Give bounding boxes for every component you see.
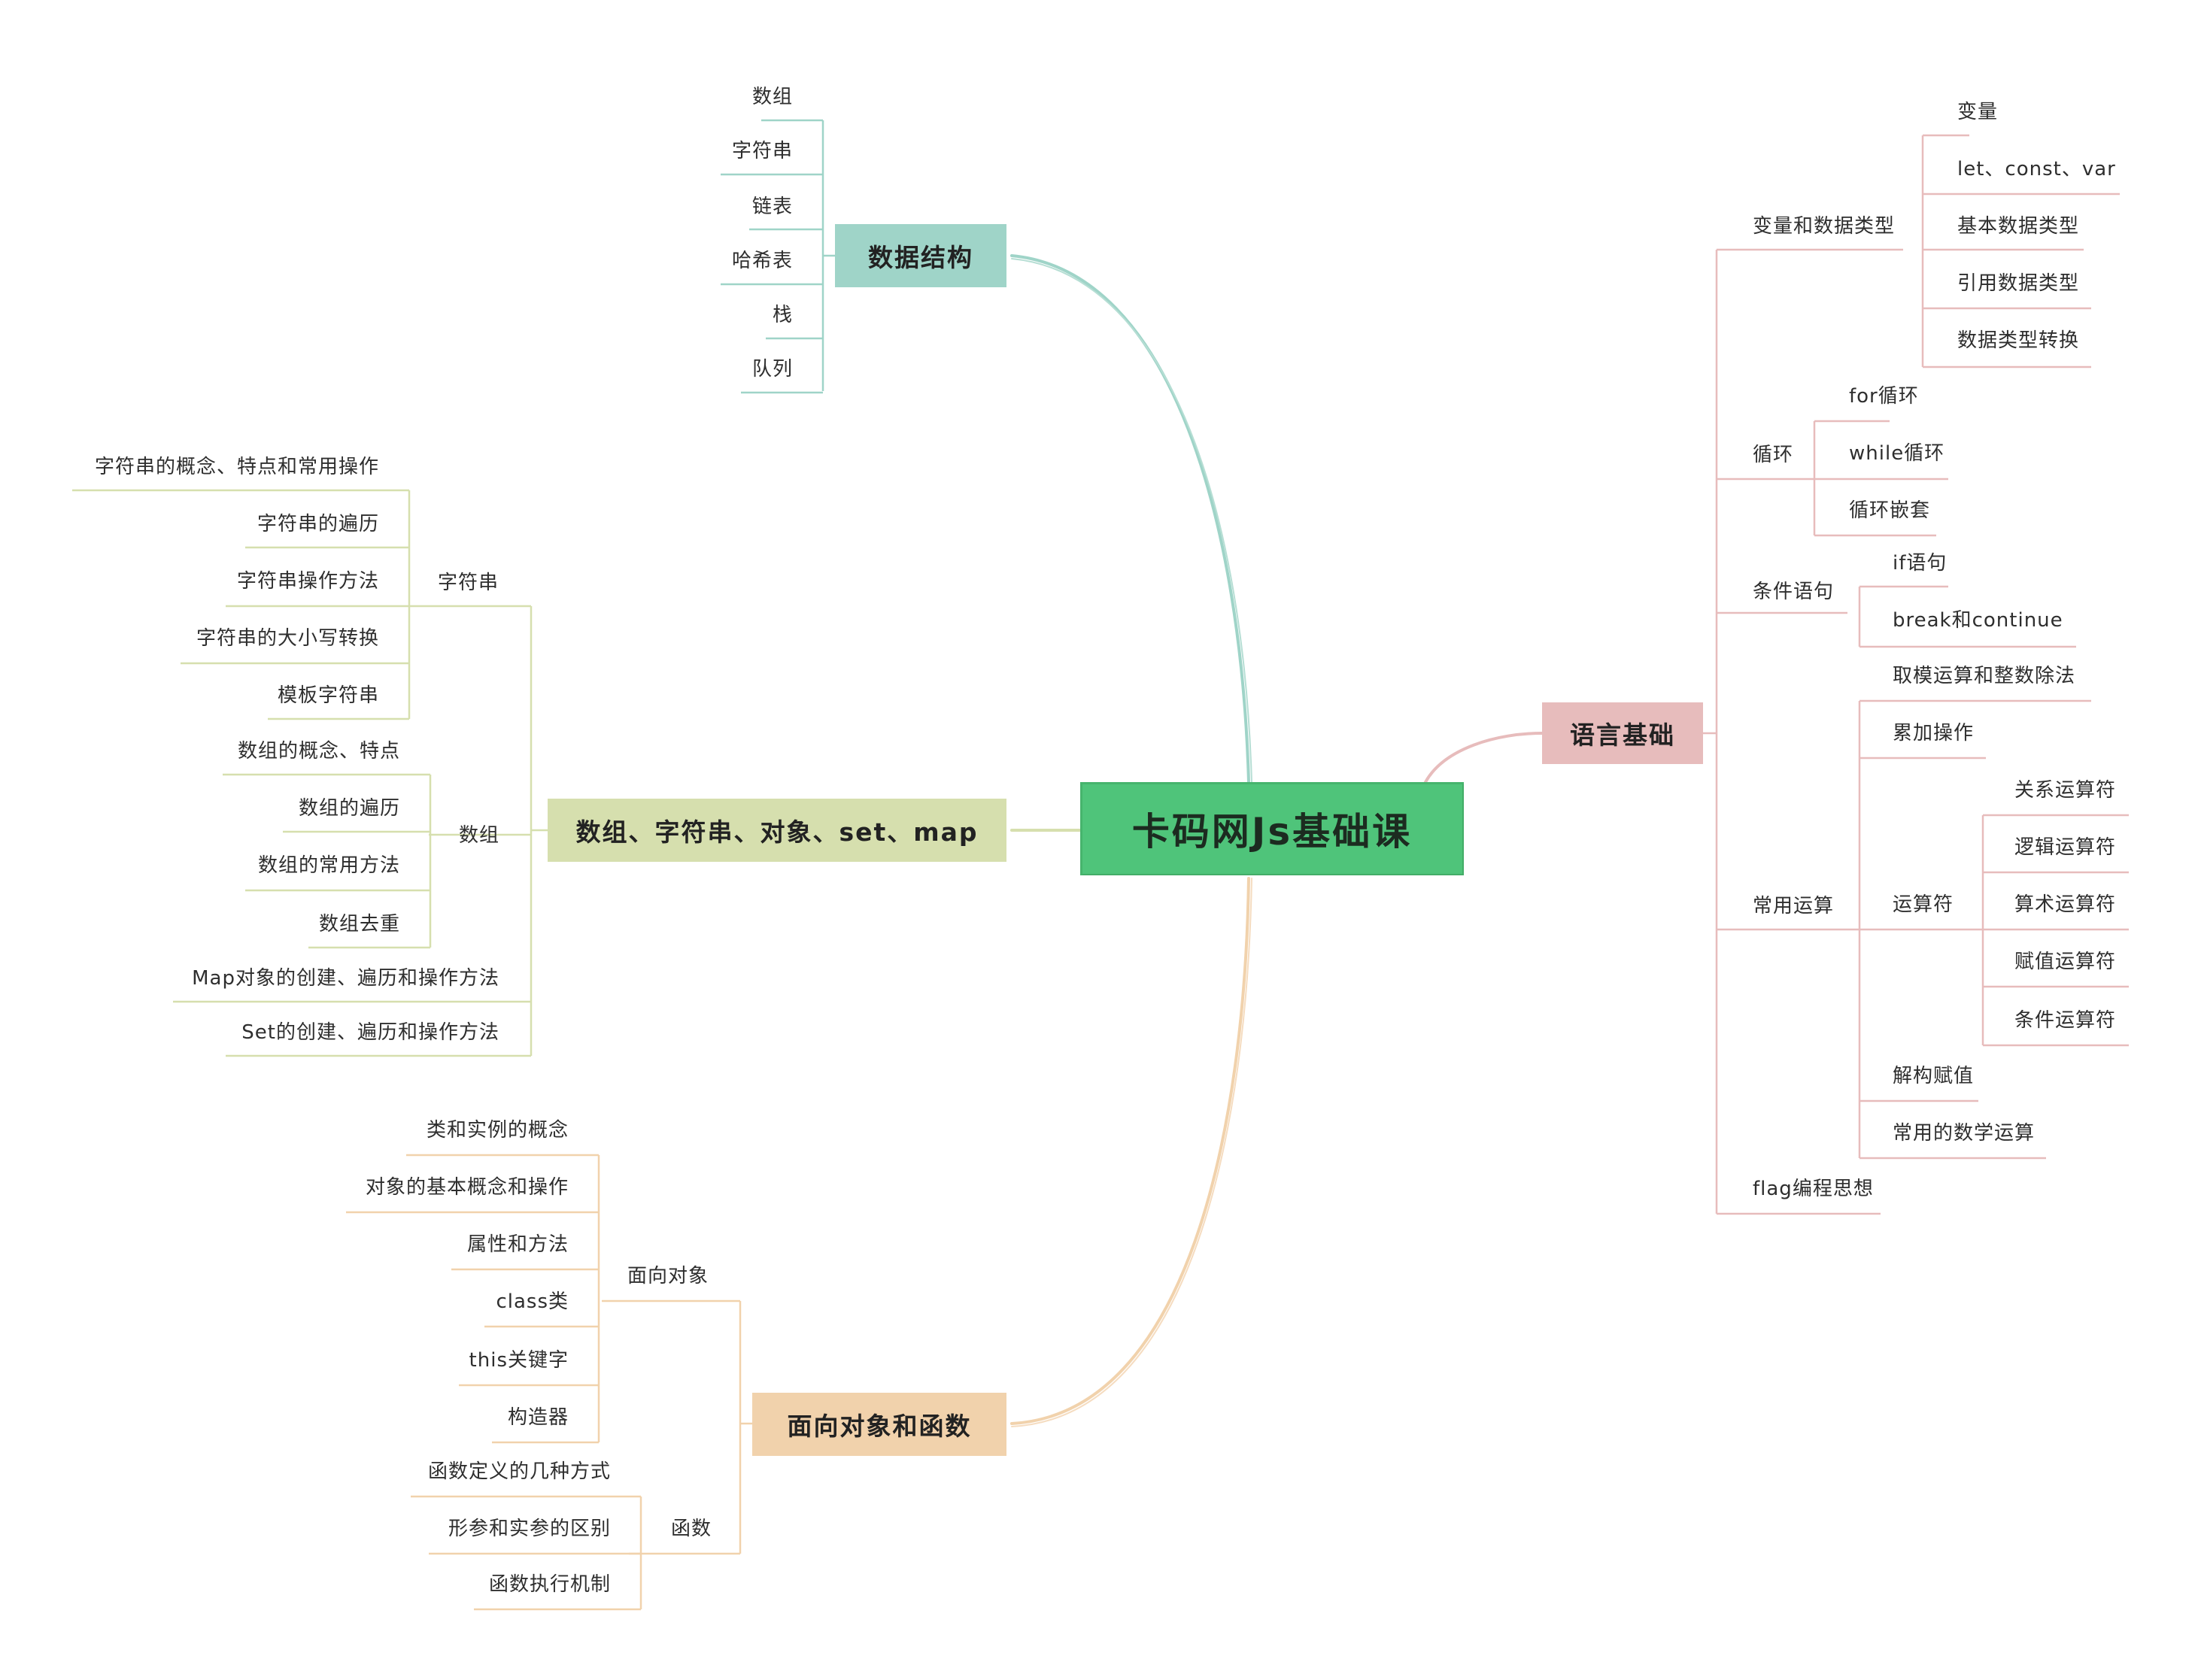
ds-item[interactable]: 栈 xyxy=(772,304,793,326)
subtopic-operators[interactable]: 运算符 xyxy=(1893,893,1954,916)
subtopic-loops[interactable]: 循环 xyxy=(1753,444,1794,466)
oop-item[interactable]: this关键字 xyxy=(469,1349,569,1372)
variables-item[interactable]: 引用数据类型 xyxy=(1957,272,2080,295)
operations-item[interactable]: 累加操作 xyxy=(1893,722,1975,744)
loops-item[interactable]: for循环 xyxy=(1849,385,1919,408)
oop-item[interactable]: class类 xyxy=(496,1290,569,1313)
subtopic-strings[interactable]: 字符串 xyxy=(438,572,499,594)
strings-item[interactable]: 字符串操作方法 xyxy=(236,570,379,593)
loops-item[interactable]: 循环嵌套 xyxy=(1849,499,1931,522)
variables-item[interactable]: 数据类型转换 xyxy=(1957,329,2080,352)
topic-language-basics-title: 语言基础 xyxy=(1570,720,1675,750)
variables-item[interactable]: 基本数据类型 xyxy=(1957,215,2080,238)
arrays-item[interactable]: 数组的概念、特点 xyxy=(237,740,400,763)
arrays-item[interactable]: 数组去重 xyxy=(318,913,400,936)
topic-data-structures[interactable]: 数据结构 xyxy=(835,224,1006,287)
arrays-item[interactable]: 数组的常用方法 xyxy=(257,854,400,877)
map-item[interactable]: Map对象的创建、遍历和操作方法 xyxy=(192,967,499,990)
variables-item[interactable]: 变量 xyxy=(1957,101,1999,123)
topic-data-structures-title: 数据结构 xyxy=(868,243,973,272)
subtopic-oop[interactable]: 面向对象 xyxy=(627,1265,709,1287)
functions-item[interactable]: 函数定义的几种方式 xyxy=(427,1460,611,1483)
oop-item[interactable]: 类和实例的概念 xyxy=(426,1119,569,1142)
subtopic-variables[interactable]: 变量和数据类型 xyxy=(1753,215,1896,238)
functions-item[interactable]: 函数执行机制 xyxy=(488,1573,611,1596)
topic-language-basics[interactable]: 语言基础 xyxy=(1542,702,1703,764)
topic-oop-functions[interactable]: 面向对象和函数 xyxy=(752,1393,1006,1456)
arrays-item[interactable]: 数组的遍历 xyxy=(298,797,400,820)
operations-item[interactable]: 解构赋值 xyxy=(1893,1065,1975,1087)
subtopic-operations[interactable]: 常用运算 xyxy=(1753,895,1835,917)
operators-item[interactable]: 逻辑运算符 xyxy=(2014,836,2117,859)
variables-item[interactable]: let、const、var xyxy=(1957,158,2116,180)
oop-item[interactable]: 属性和方法 xyxy=(466,1233,569,1256)
strings-item[interactable]: 字符串的遍历 xyxy=(257,513,379,535)
conditions-item[interactable]: break和continue xyxy=(1893,609,2063,632)
oop-item[interactable]: 对象的基本概念和操作 xyxy=(365,1176,569,1199)
strings-item[interactable]: 字符串的概念、特点和常用操作 xyxy=(94,456,379,478)
functions-item[interactable]: 形参和实参的区别 xyxy=(448,1518,611,1540)
operations-item[interactable]: 常用的数学运算 xyxy=(1893,1122,2036,1145)
oop-item[interactable]: 构造器 xyxy=(507,1406,569,1429)
strings-item[interactable]: 模板字符串 xyxy=(277,684,379,707)
operations-item[interactable]: 取模运算和整数除法 xyxy=(1893,665,2076,687)
loops-item[interactable]: while循环 xyxy=(1849,442,1945,465)
subtopic-arrays[interactable]: 数组 xyxy=(459,824,500,847)
operators-item[interactable]: 赋值运算符 xyxy=(2014,951,2117,973)
topic-arrays-strings[interactable]: 数组、字符串、对象、set、map xyxy=(548,799,1006,862)
ds-item[interactable]: 队列 xyxy=(751,358,793,381)
topic-arrays-strings-title: 数组、字符串、对象、set、map xyxy=(575,817,979,847)
operators-item[interactable]: 关系运算符 xyxy=(2014,779,2117,802)
strings-item[interactable]: 字符串的大小写转换 xyxy=(196,627,379,650)
subtopic-functions[interactable]: 函数 xyxy=(671,1518,712,1540)
ds-item[interactable]: 字符串 xyxy=(731,140,793,162)
ds-item[interactable]: 数组 xyxy=(751,86,793,108)
operators-item[interactable]: 算术运算符 xyxy=(2014,893,2117,916)
subtopic-flag[interactable]: flag编程思想 xyxy=(1753,1178,1874,1200)
subtopic-conditions[interactable]: 条件语句 xyxy=(1753,581,1835,603)
ds-item[interactable]: 哈希表 xyxy=(731,250,793,272)
branch-line-basics xyxy=(1424,732,1544,784)
topic-oop-functions-title: 面向对象和函数 xyxy=(787,1412,972,1441)
conditions-item[interactable]: if语句 xyxy=(1893,552,1948,575)
central-topic[interactable]: 卡码网Js基础课 xyxy=(1080,782,1464,875)
branch-line-data-structures xyxy=(1010,254,1250,784)
operators-item[interactable]: 条件运算符 xyxy=(2014,1009,2117,1032)
central-topic-title: 卡码网Js基础课 xyxy=(1131,810,1413,854)
ds-item[interactable]: 链表 xyxy=(751,196,793,218)
branch-line-oop xyxy=(1010,877,1250,1425)
set-item[interactable]: Set的创建、遍历和操作方法 xyxy=(241,1021,499,1044)
